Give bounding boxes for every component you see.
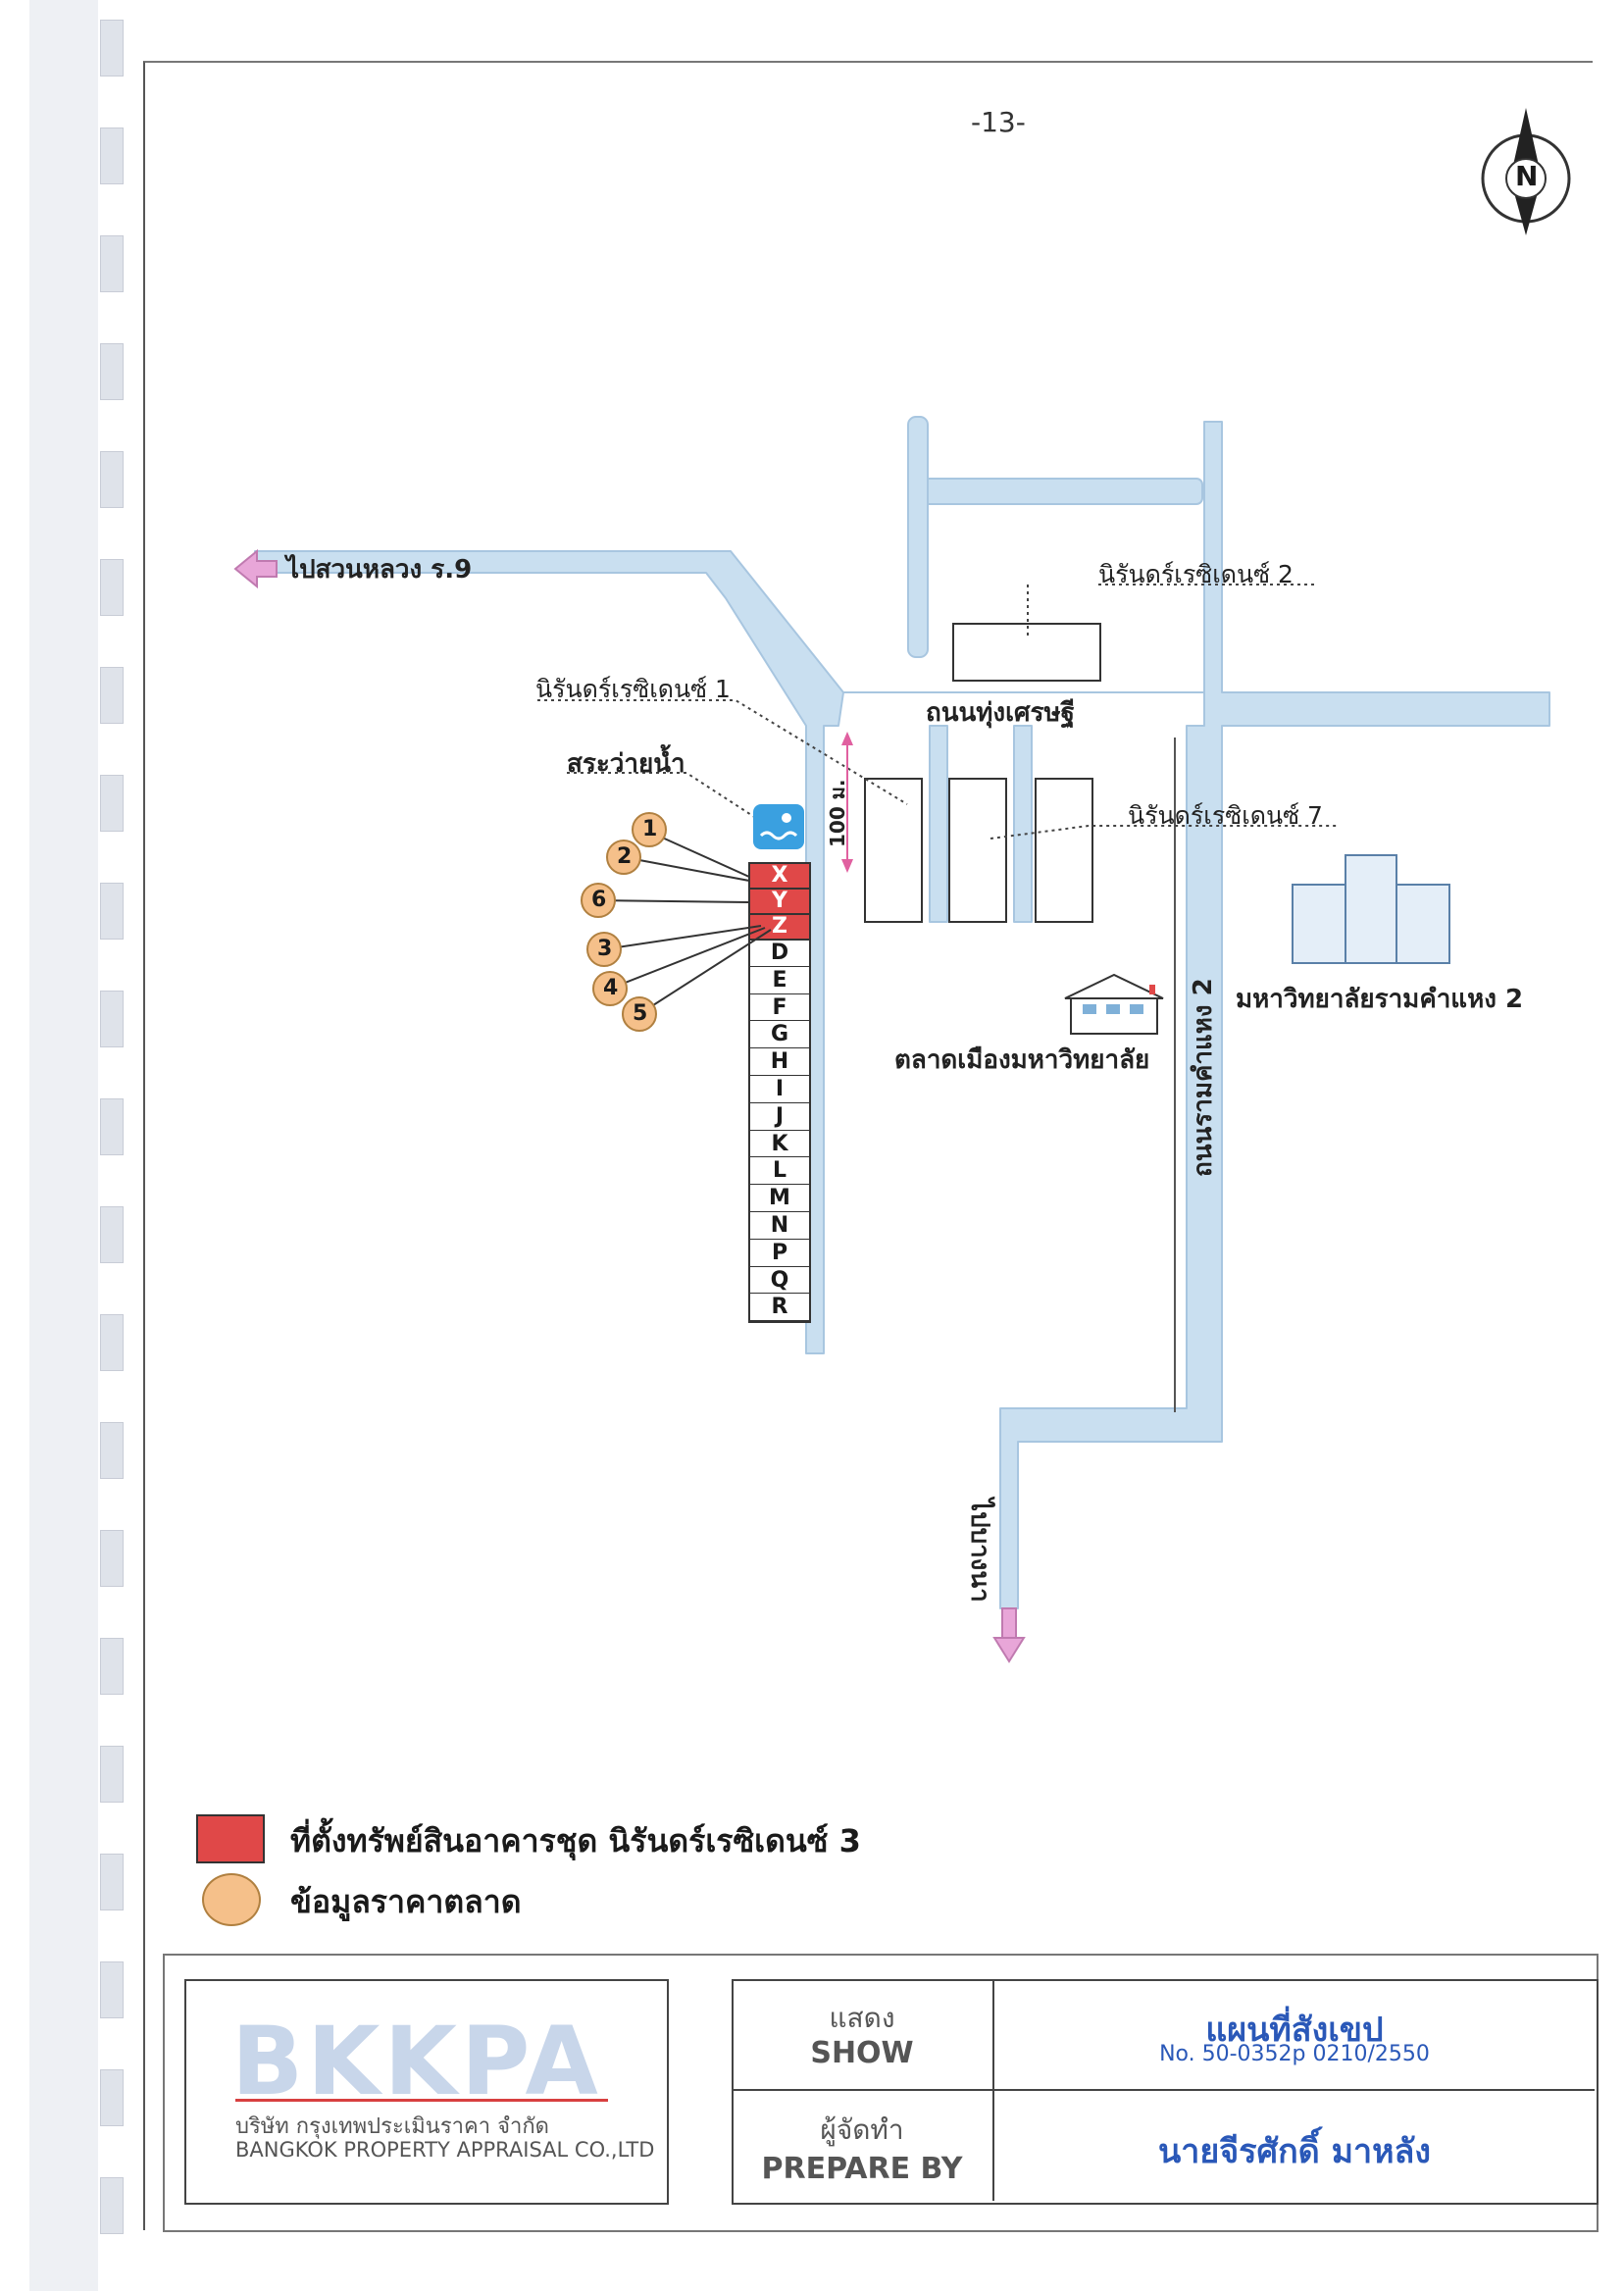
road-service-2 bbox=[1013, 725, 1033, 923]
prepare-value: นายจีรศักดิ์ มาหลัง bbox=[1158, 2132, 1431, 2171]
prepare-label-en: PREPARE BY bbox=[761, 2152, 963, 2186]
label-market: ตลาดเมืองมหาวิทยาลัย bbox=[894, 1045, 1150, 1075]
building-letter: J bbox=[749, 1103, 810, 1131]
label-to-suan-luang: ไปสวนหลวง ร.9 bbox=[286, 555, 473, 585]
legend-property-swatch bbox=[196, 1814, 265, 1863]
legend-market-swatch bbox=[202, 1873, 261, 1926]
building-letter: G bbox=[749, 1021, 810, 1049]
label-ramkhamhaeng-road: ถนนรามคำแหง 2 bbox=[1189, 978, 1218, 1177]
market-markers bbox=[581, 812, 667, 1032]
prepare-label-th: ผู้จัดทำ bbox=[820, 2113, 904, 2146]
swimming-pool-icon bbox=[753, 804, 804, 849]
marker-number: 6 bbox=[591, 888, 607, 912]
company-name-th: บริษัท กรุงเทพประเมินราคา จำกัด bbox=[235, 2114, 549, 2139]
binder-hole bbox=[100, 2069, 124, 2126]
road-top-vertical bbox=[907, 416, 929, 658]
binder-hole bbox=[100, 1206, 124, 1263]
binder-hole bbox=[100, 20, 124, 76]
building-letter: Y bbox=[772, 889, 787, 913]
company-name-en: BANGKOK PROPERTY APPRAISAL CO.,LTD bbox=[235, 2138, 655, 2162]
binder-strip bbox=[29, 0, 98, 2291]
marker-number: 2 bbox=[617, 844, 633, 869]
roads bbox=[254, 416, 1550, 1609]
compass-icon bbox=[1481, 108, 1571, 235]
binder-hole bbox=[100, 127, 124, 184]
building-letter: Q bbox=[749, 1267, 810, 1295]
building-letter: D bbox=[749, 940, 810, 967]
label-swimming-pool: สระว่ายน้ำ bbox=[567, 749, 685, 779]
building-letter: K bbox=[749, 1131, 810, 1158]
highlight-letters: X Y Z bbox=[749, 863, 810, 940]
binder-hole bbox=[100, 667, 124, 724]
label-university: มหาวิทยาลัยรามคำแหง 2 bbox=[1236, 985, 1524, 1014]
label-distance: 100 ม. bbox=[826, 779, 849, 848]
building-letter: H bbox=[749, 1048, 810, 1076]
binder-hole bbox=[100, 1422, 124, 1479]
binder-hole bbox=[100, 1098, 124, 1155]
building-letter: P bbox=[749, 1240, 810, 1267]
building-nirun-7-b bbox=[948, 778, 1007, 923]
binder-hole bbox=[100, 235, 124, 292]
building-nirun-2 bbox=[952, 623, 1101, 682]
building-nirun-7-a bbox=[864, 778, 923, 923]
building-nirun-7-c bbox=[1035, 778, 1093, 923]
arrow-left-icon bbox=[233, 548, 278, 589]
label-thung-setthi-road: ถนนทุ่งเศรษฐี bbox=[926, 698, 1075, 728]
show-label-th: แสดง bbox=[829, 2002, 895, 2034]
building-letter: N bbox=[749, 1212, 810, 1240]
market-house-icon bbox=[1064, 973, 1164, 1035]
show-label-en: SHOW bbox=[810, 2036, 914, 2070]
building-letter: Z bbox=[772, 914, 787, 939]
binder-hole bbox=[100, 343, 124, 400]
marker-number: 1 bbox=[642, 817, 658, 841]
binder-hole bbox=[100, 2177, 124, 2234]
building-letter: F bbox=[749, 994, 810, 1022]
binder-hole bbox=[100, 1314, 124, 1371]
binder-hole bbox=[100, 451, 124, 508]
binder-hole bbox=[100, 775, 124, 832]
building-column bbox=[748, 939, 811, 1323]
label-nirun-7: นิรันดร์เรซิเดนซ์ 7 bbox=[1128, 801, 1323, 830]
label-nirun-1: นิรันดร์เรซิเดนซ์ 1 bbox=[535, 675, 731, 703]
building-letter: M bbox=[749, 1185, 810, 1212]
road-top-spur bbox=[907, 478, 1203, 505]
marker-number: 4 bbox=[603, 976, 619, 1000]
label-nirun-2: นิรันดร์เรซิเดนซ์ 2 bbox=[1098, 560, 1294, 588]
building-letter: X bbox=[771, 863, 788, 888]
building-letter: R bbox=[749, 1294, 810, 1322]
road-service-1 bbox=[929, 725, 948, 923]
building-letter: E bbox=[749, 967, 810, 994]
binder-hole bbox=[100, 883, 124, 940]
marker-number: 3 bbox=[597, 937, 613, 961]
binder-hole bbox=[100, 1961, 124, 2018]
compass-letter: N bbox=[1515, 160, 1539, 192]
legend-market-label: ข้อมูลราคาตลาด bbox=[290, 1883, 522, 1920]
legend-property-label: ที่ตั้งทรัพย์สินอาคารชุด นิรันดร์เรซิเดน… bbox=[290, 1822, 861, 1859]
arrow-down-icon bbox=[992, 1637, 1026, 1663]
building-letter: I bbox=[749, 1076, 810, 1103]
binder-hole bbox=[100, 991, 124, 1047]
binder-hole bbox=[100, 1638, 124, 1695]
binder-hole bbox=[100, 1854, 124, 1910]
company-logo: BKKPA bbox=[231, 2007, 602, 2116]
page-frame bbox=[143, 61, 1593, 2230]
label-to-bang-na: ไปบางนา bbox=[965, 1499, 994, 1603]
document-number: No. 50-0352p 0210/2550 bbox=[1159, 2042, 1430, 2066]
show-value: แผนที่สังเขป bbox=[1205, 2011, 1384, 2050]
building-letter: L bbox=[749, 1157, 810, 1186]
university-building-icon bbox=[1292, 854, 1450, 964]
info-panel bbox=[732, 1979, 1599, 2205]
binder-hole bbox=[100, 1746, 124, 1803]
binder-hole bbox=[100, 559, 124, 616]
page-number: -13- bbox=[971, 106, 1026, 138]
logo-panel bbox=[184, 1979, 669, 2205]
marker-number: 5 bbox=[633, 1001, 648, 1026]
binder-hole bbox=[100, 1530, 124, 1587]
